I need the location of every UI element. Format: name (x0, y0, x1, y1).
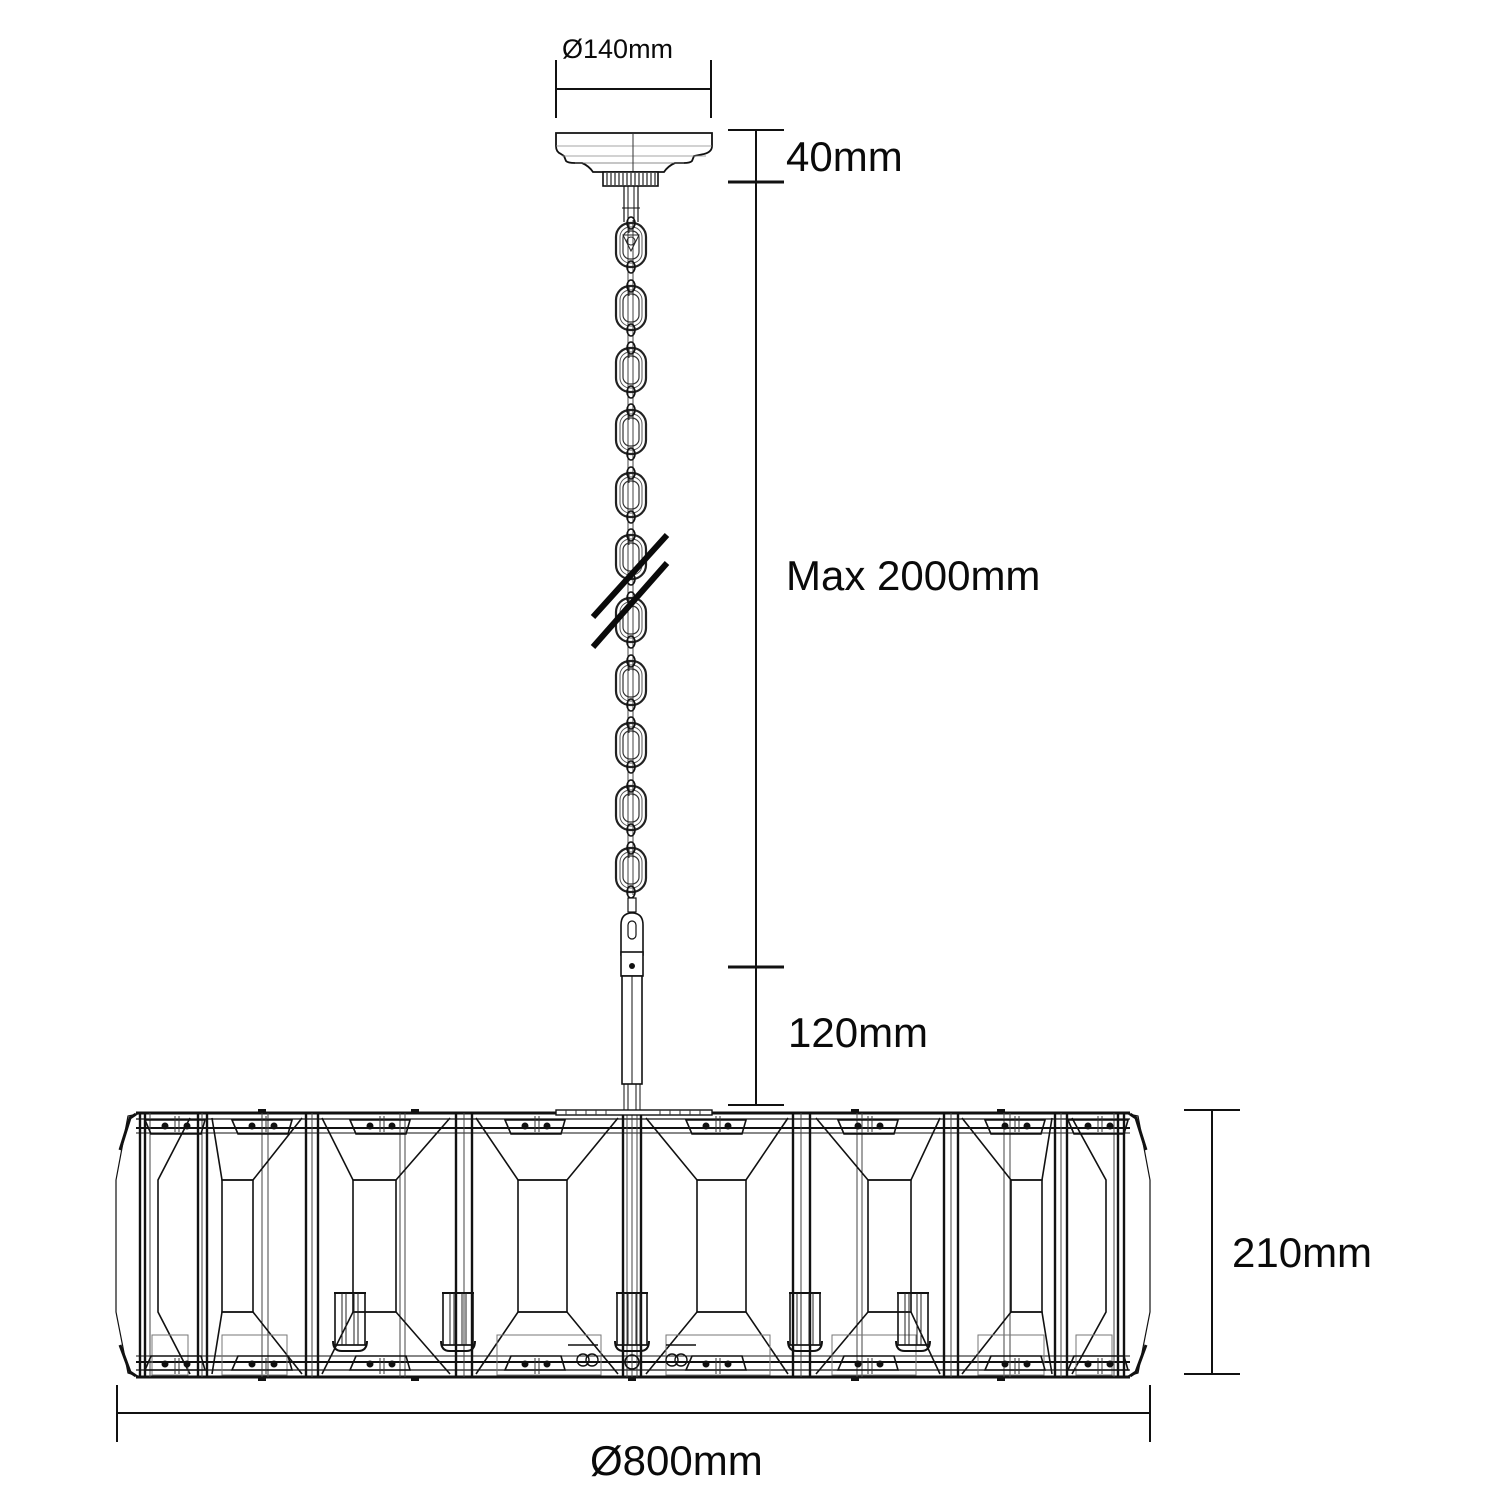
canopy-diameter-value: 140mm (583, 34, 674, 64)
rod-length-label: 120mm (788, 1009, 929, 1056)
body-height-label: 210mm (1232, 1229, 1373, 1276)
body-diameter-dimension (116, 1385, 1151, 1442)
chain (614, 215, 648, 900)
body-height-dimension (1184, 1109, 1240, 1375)
diameter-icon: Ø (562, 34, 584, 64)
vertical-dimension-line (728, 129, 784, 1106)
canopy-height-label: 40mm (786, 133, 903, 180)
ceiling-canopy (555, 132, 713, 222)
canopy-diameter-label: Ø140mm (562, 36, 673, 63)
down-rod (620, 897, 644, 1114)
canopy-diameter-dimension (555, 60, 712, 118)
lamp-body (115, 1109, 1151, 1381)
body-diameter-label: Ø800mm (590, 1440, 763, 1482)
body-diameter-value: 800mm (622, 1437, 763, 1484)
diameter-icon: Ø (590, 1437, 623, 1484)
chain-break-symbol (590, 532, 670, 649)
chain-length-label: Max 2000mm (786, 552, 1041, 599)
